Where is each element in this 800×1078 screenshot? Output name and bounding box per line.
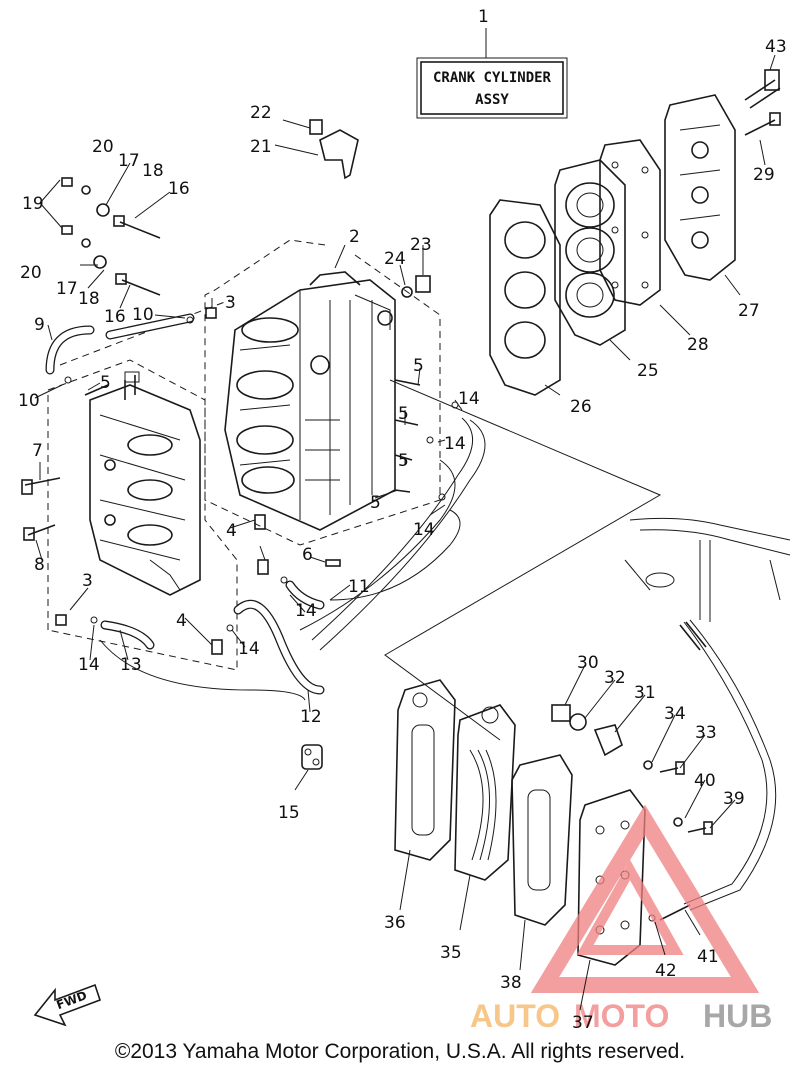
fwd-label: FWD	[54, 988, 88, 1012]
callout-14: 14	[458, 389, 480, 409]
callout-33: 33	[695, 723, 717, 743]
callout-29: 29	[753, 165, 775, 185]
callout-20: 20	[20, 263, 42, 283]
callout-14: 14	[413, 520, 435, 540]
hose-joint	[301, 744, 323, 770]
callout-14: 14	[295, 601, 317, 621]
crankcase-half	[89, 371, 201, 596]
callout-12: 12	[300, 707, 322, 727]
callout-5: 5	[398, 404, 409, 424]
callout-15: 15	[278, 803, 300, 823]
head-cover	[664, 94, 736, 281]
cylinder-head	[554, 159, 626, 346]
callout-10: 10	[132, 305, 154, 325]
callout-36: 36	[384, 913, 406, 933]
callout-20: 20	[92, 137, 114, 157]
title-box: CRANK CYLINDER ASSY	[416, 28, 568, 119]
fwd-arrow-icon: FWD	[33, 983, 102, 1027]
plug-washer	[401, 275, 431, 298]
callout-7: 7	[32, 441, 43, 461]
callout-32: 32	[604, 668, 626, 688]
watermark: AUTO MOTO HUB	[470, 804, 772, 1034]
callout-39: 39	[723, 789, 745, 809]
callout-3: 3	[82, 571, 93, 591]
exhaust-inner-cover	[454, 704, 516, 881]
callout-27: 27	[738, 301, 760, 321]
callout-19: 19	[22, 194, 44, 214]
callout-11: 11	[348, 577, 370, 597]
thermo-sender	[744, 69, 781, 109]
callout-5: 5	[398, 451, 409, 471]
hoses	[45, 313, 777, 911]
fittings	[55, 307, 459, 655]
watermark-text-auto: AUTO	[470, 998, 560, 1034]
head-cover-gasket	[599, 139, 661, 306]
callout-43: 43	[765, 37, 787, 57]
callout-17: 17	[118, 151, 140, 171]
callout-1: 1	[478, 7, 489, 27]
callout-5: 5	[413, 356, 424, 376]
callout-35: 35	[440, 943, 462, 963]
callout-23: 23	[410, 235, 432, 255]
callouts: 1 2 3 3 4 4 5 5 5 5 5 6 7 8 9 10 10 11 1…	[18, 7, 787, 1033]
title-box-line2: ASSY	[475, 92, 509, 108]
crankcase-bolts	[21, 177, 161, 541]
copyright-notice: ©2013 Yamaha Motor Corporation, U.S.A. A…	[114, 1040, 686, 1063]
callout-3: 3	[225, 293, 236, 313]
callout-16: 16	[168, 179, 190, 199]
watermark-text-moto: MOTO	[574, 998, 669, 1034]
callout-21: 21	[250, 137, 272, 157]
callout-14: 14	[238, 639, 260, 659]
callout-5: 5	[370, 493, 381, 513]
title-box-line1: CRANK CYLINDER	[433, 70, 552, 86]
head-bolt	[744, 112, 781, 136]
callout-4: 4	[176, 611, 187, 631]
callout-31: 31	[634, 683, 656, 703]
callout-16: 16	[104, 307, 126, 327]
callout-24: 24	[384, 249, 406, 269]
bracket	[309, 119, 359, 180]
callout-18: 18	[142, 161, 164, 181]
callout-6: 6	[302, 545, 313, 565]
callout-17: 17	[56, 279, 78, 299]
leader-lines	[34, 54, 776, 1011]
callout-41: 41	[697, 947, 719, 967]
thermostat-parts	[551, 704, 713, 922]
callout-14: 14	[444, 434, 466, 454]
watermark-triangle-icon	[530, 804, 760, 993]
cylinder-block	[224, 271, 396, 531]
callout-28: 28	[687, 335, 709, 355]
callout-25: 25	[637, 361, 659, 381]
watermark-inner-triangle-icon	[576, 859, 684, 955]
exhaust-gasket	[511, 754, 573, 926]
water-pipe-detail	[624, 517, 791, 651]
callout-18: 18	[78, 289, 100, 309]
callout-4: 4	[226, 521, 237, 541]
callout-26: 26	[570, 397, 592, 417]
callout-38: 38	[500, 973, 522, 993]
callout-9: 9	[34, 315, 45, 335]
callout-34: 34	[664, 704, 686, 724]
callout-14: 14	[78, 655, 100, 675]
cylinder-head-gasket	[489, 199, 561, 396]
callout-40: 40	[694, 771, 716, 791]
exhaust-cover-gasket	[394, 679, 456, 861]
callout-8: 8	[34, 555, 45, 575]
callout-37: 37	[572, 1013, 594, 1033]
callout-22: 22	[250, 103, 272, 123]
callout-5: 5	[100, 373, 111, 393]
callout-42: 42	[655, 961, 677, 981]
watermark-text-hub: HUB	[703, 998, 772, 1034]
callout-30: 30	[577, 653, 599, 673]
callout-10: 10	[18, 391, 40, 411]
callout-2: 2	[349, 227, 360, 247]
callout-13: 13	[120, 655, 142, 675]
